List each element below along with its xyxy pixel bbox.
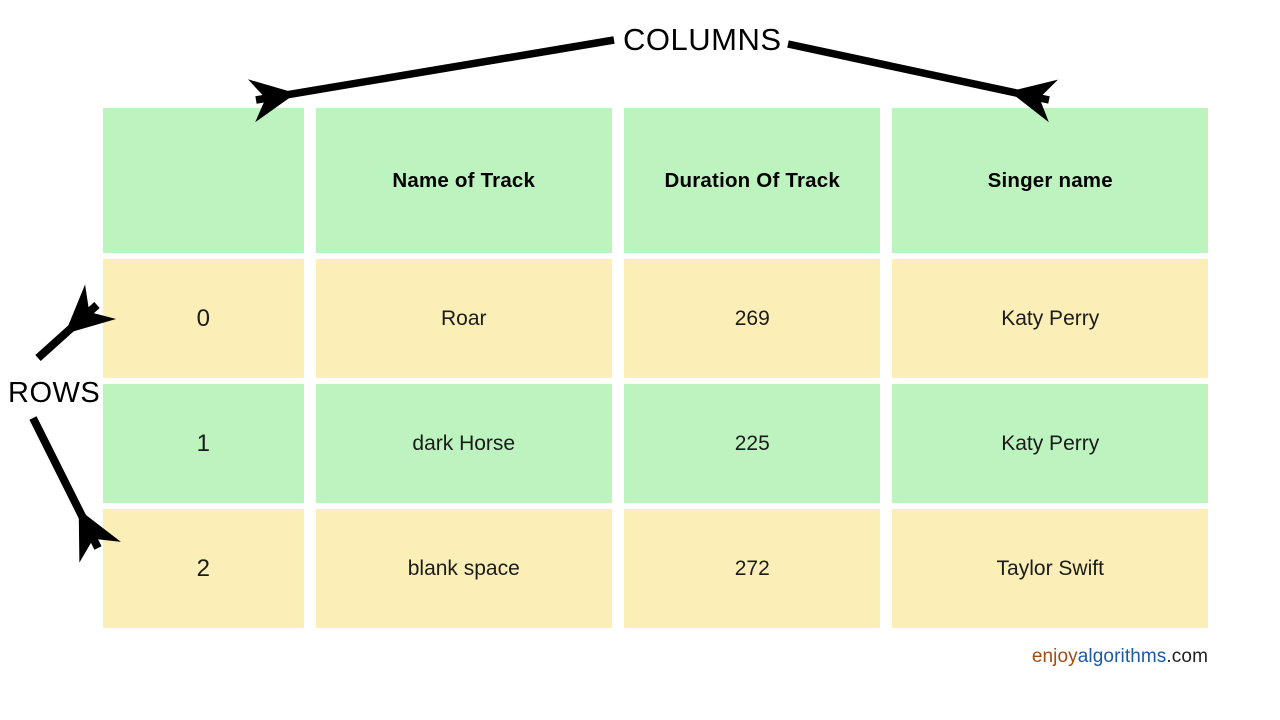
columns-right-arrow [787, 40, 1058, 123]
logo-text-algorithms: algorithms [1077, 646, 1167, 667]
cell-track-0: Roar [315, 259, 613, 378]
rows-upper-arrow [35, 284, 117, 361]
spreadsheet-table: Name of Track Duration Of Track Singer n… [91, 102, 1220, 634]
logo-text-enjoy: enjoy [1031, 646, 1078, 667]
header-cell-duration: Duration Of Track [624, 108, 881, 253]
table-header-row: Name of Track Duration Of Track Singer n… [103, 108, 1208, 253]
table-row: 2 blank space 272 Taylor Swift [103, 509, 1208, 628]
site-logo: enjoyalgorithms.com [1032, 646, 1208, 668]
table-row: 0 Roar 269 Katy Perry [103, 259, 1208, 378]
cell-singer-2: Taylor Swift [892, 509, 1208, 628]
cell-track-2: blank space [315, 509, 613, 628]
rows-annotation-label: ROWS [8, 377, 101, 409]
header-cell-track: Name of Track [315, 108, 613, 253]
header-cell-corner [103, 108, 304, 253]
table-row: 1 dark Horse 225 Katy Perry [103, 384, 1208, 503]
logo-text-tld: .com [1166, 646, 1208, 667]
columns-left-arrow [247, 36, 615, 123]
cell-track-1: dark Horse [315, 384, 613, 503]
row-index-0: 0 [103, 259, 304, 378]
rows-lower-arrow [29, 416, 121, 563]
cell-duration-1: 225 [624, 384, 881, 503]
cell-duration-2: 272 [624, 509, 881, 628]
header-cell-singer: Singer name [892, 108, 1208, 253]
cell-singer-1: Katy Perry [892, 384, 1208, 503]
columns-annotation-label: COLUMNS [623, 22, 782, 57]
cell-singer-0: Katy Perry [892, 259, 1208, 378]
row-index-1: 1 [103, 384, 304, 503]
row-index-2: 2 [103, 509, 304, 628]
cell-duration-0: 269 [624, 259, 881, 378]
